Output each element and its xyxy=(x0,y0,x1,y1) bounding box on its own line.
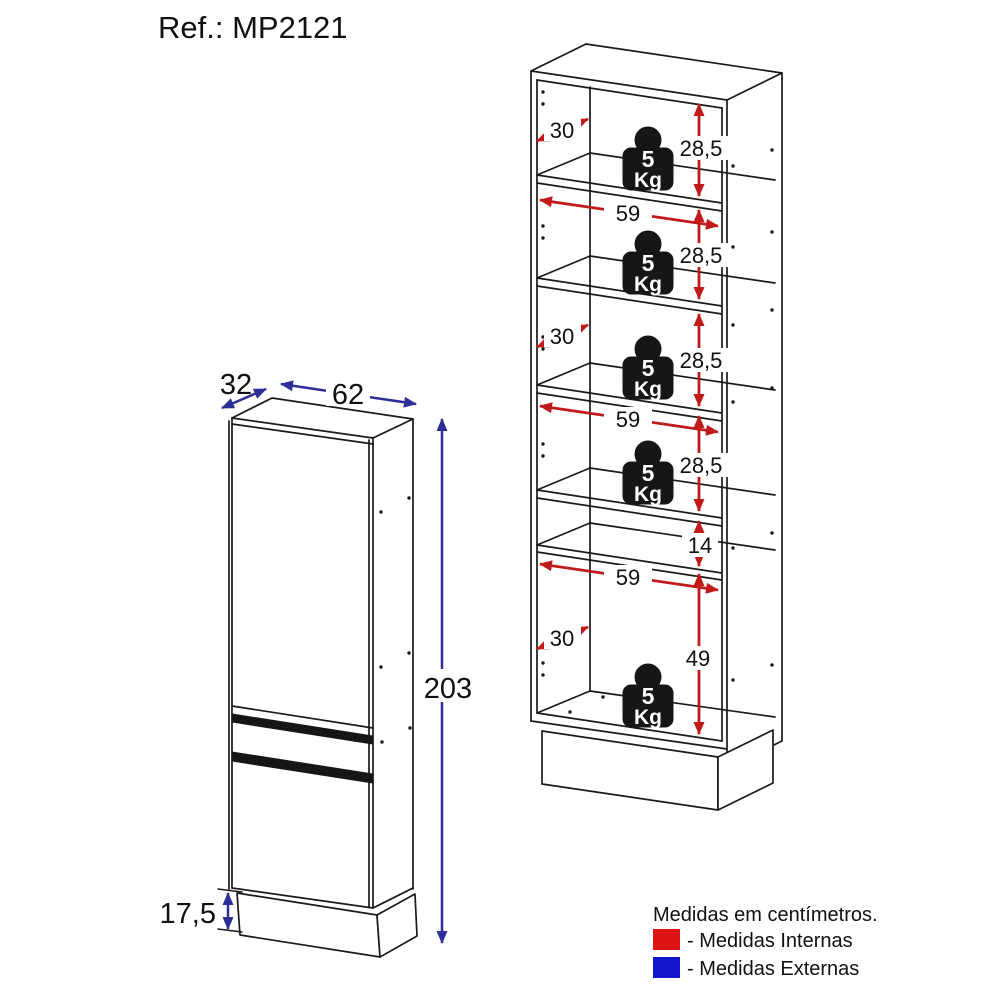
cabinet-outline xyxy=(228,397,414,909)
svg-text:28,5: 28,5 xyxy=(680,136,723,161)
width-dimension-arrow-62: 62 xyxy=(280,377,417,411)
svg-text:5: 5 xyxy=(642,355,655,381)
legend-external-label: - Medidas Externas xyxy=(687,958,859,980)
svg-text:59: 59 xyxy=(616,565,640,590)
svg-text:5: 5 xyxy=(642,250,655,276)
shelf-width-arrow-3: 59 xyxy=(539,560,719,594)
svg-text:Kg: Kg xyxy=(634,706,662,729)
external-measures-swatch xyxy=(653,957,680,978)
panel-holes xyxy=(379,496,412,744)
shelf-depth-arrow-3: 30 xyxy=(536,625,589,651)
panel-holes xyxy=(541,90,774,714)
legend: Medidas em centímetros. - Medidas Intern… xyxy=(653,904,878,980)
weight-5kg-icon: 5 Kg xyxy=(622,230,674,296)
section-height-arrow-2: 28,5 xyxy=(674,209,728,300)
svg-text:28,5: 28,5 xyxy=(680,348,723,373)
shelf-depth-arrow-2: 30 xyxy=(536,323,589,349)
svg-text:28,5: 28,5 xyxy=(680,243,723,268)
page-title: Ref.: MP2121 xyxy=(158,10,348,45)
left-cabinet-external-view: 32 62 203 17,5 xyxy=(160,369,474,958)
weight-5kg-icon: 5 Kg xyxy=(622,663,674,729)
svg-text:Kg: Kg xyxy=(634,169,662,192)
svg-text:Kg: Kg xyxy=(634,483,662,506)
svg-text:59: 59 xyxy=(616,407,640,432)
svg-text:30: 30 xyxy=(550,118,574,143)
svg-text:14: 14 xyxy=(688,533,712,558)
section-height-arrow-3: 28,5 xyxy=(674,313,728,407)
weight-5kg-icon: 5 Kg xyxy=(622,440,674,506)
legend-internal-label: - Medidas Internas xyxy=(687,930,853,952)
base-plinth xyxy=(236,892,418,958)
weight-5kg-icon: 5 Kg xyxy=(622,126,674,192)
shelf-width-arrow-1: 59 xyxy=(539,196,719,230)
base-height-dimension-arrow-17-5: 17,5 xyxy=(160,888,243,933)
svg-text:Kg: Kg xyxy=(634,378,662,401)
svg-text:5: 5 xyxy=(642,460,655,486)
width-dimension-label: 62 xyxy=(332,379,364,411)
height-dimension-arrow-203: 203 xyxy=(422,418,474,944)
base-height-dimension-label: 17,5 xyxy=(160,898,216,930)
door-handle-grooves xyxy=(231,713,374,784)
right-cabinet-internal-view: 5 Kg 5 Kg 5 Kg 5 Kg 5 Kg xyxy=(530,43,783,811)
internal-measures-swatch xyxy=(653,929,680,950)
svg-text:30: 30 xyxy=(550,626,574,651)
drawer-gap-arrow-14: 14 xyxy=(682,520,718,567)
svg-text:28,5: 28,5 xyxy=(680,453,723,478)
depth-dimension-arrow-32: 32 xyxy=(220,369,267,410)
weight-5kg-icon: 5 Kg xyxy=(622,335,674,401)
svg-text:49: 49 xyxy=(686,646,710,671)
svg-text:59: 59 xyxy=(616,201,640,226)
svg-text:5: 5 xyxy=(642,146,655,172)
depth-dimension-label: 32 xyxy=(220,369,252,401)
section-height-arrow-1: 28,5 xyxy=(674,103,728,197)
drawer-rail xyxy=(536,522,776,581)
shelf-depth-arrow-1: 30 xyxy=(536,117,589,143)
shelf-width-arrow-2: 59 xyxy=(539,402,719,436)
svg-text:5: 5 xyxy=(642,683,655,709)
legend-units-note: Medidas em centímetros. xyxy=(653,904,878,926)
svg-text:30: 30 xyxy=(550,324,574,349)
base-plinth xyxy=(541,729,774,811)
bottom-section-arrow-49: 49 xyxy=(680,573,717,735)
svg-text:Kg: Kg xyxy=(634,273,662,296)
height-dimension-label: 203 xyxy=(424,673,472,705)
